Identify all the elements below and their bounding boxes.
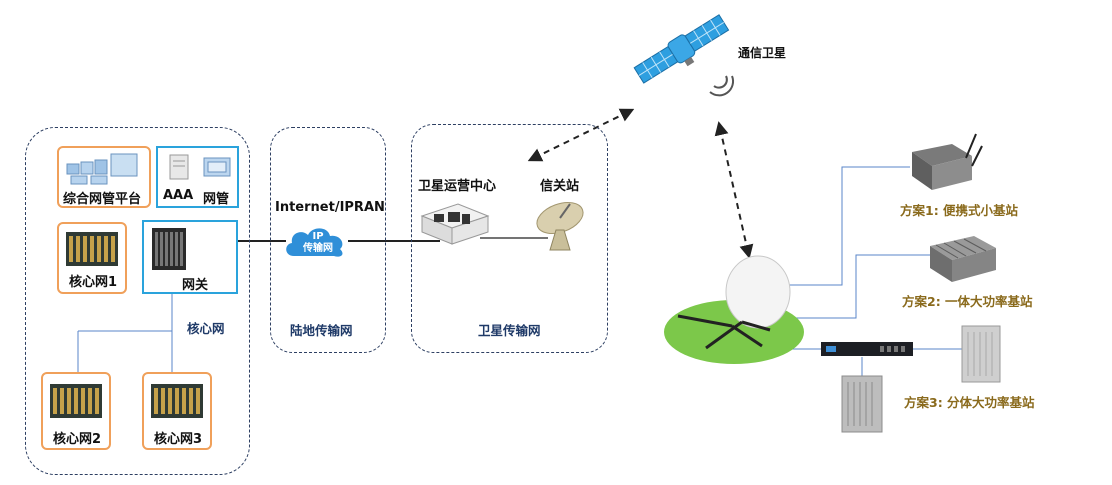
core3-box: 核心网3 xyxy=(142,372,212,450)
land-transport-group-label: 陆地传输网 xyxy=(290,323,353,338)
aaa-label: AAA xyxy=(163,188,194,203)
gateway-box: 网关 xyxy=(142,220,238,294)
cloud-line-1: IP xyxy=(312,231,324,242)
core3-label: 核心网3 xyxy=(154,432,203,447)
server-cluster-icon xyxy=(66,153,138,185)
cloud-line-2: 传输网 xyxy=(303,243,333,254)
core3-rack-icon xyxy=(151,384,203,418)
ops-center-icon xyxy=(420,203,490,245)
comm-satellite-label: 通信卫星 xyxy=(738,46,787,60)
portable-small-cell-icon xyxy=(912,133,983,190)
gateway-station-label: 信关站 xyxy=(540,179,580,194)
solution-1-label: 方案1: 便携式小基站 xyxy=(900,203,1019,218)
core2-rack-icon xyxy=(50,384,102,418)
bbu-unit-icon xyxy=(841,375,883,433)
aaa-server-icon xyxy=(169,154,189,180)
aaa-netmgmt-box: AAA 网管 xyxy=(156,146,239,208)
core2-box: 核心网2 xyxy=(41,372,111,450)
rru-unit-icon xyxy=(961,325,1001,383)
mgmt-platform-label: 综合网管平台 xyxy=(63,192,142,207)
line-solution2 xyxy=(775,254,930,319)
internet-ipran-label: Internet/IPRAN xyxy=(275,200,385,215)
core-network-group-label: 核心网 xyxy=(187,321,225,336)
gateway-label: 网关 xyxy=(182,278,209,293)
satellite-dish-icon xyxy=(536,201,584,251)
satellite-transport-group-label: 卫星传输网 xyxy=(478,323,541,338)
integrated-high-power-bs-icon xyxy=(930,236,996,282)
core1-box: 核心网1 xyxy=(57,222,127,294)
gateway-chassis-icon xyxy=(152,228,186,270)
modem-unit-icon xyxy=(821,342,913,356)
core-network-group xyxy=(25,127,250,475)
netmgmt-label: 网管 xyxy=(203,192,230,207)
mgmt-platform-box: 综合网管平台 xyxy=(57,146,151,208)
solution-2-label: 方案2: 一体大功率基站 xyxy=(902,294,1033,309)
satellite-transport-group xyxy=(411,124,608,353)
core2-label: 核心网2 xyxy=(53,432,102,447)
solution-3-label: 方案3: 分体大功率基站 xyxy=(904,395,1035,410)
ip-cloud-icon xyxy=(286,228,343,257)
netmgmt-server-icon xyxy=(203,157,231,177)
link-satellite-terminal xyxy=(714,121,754,259)
line-solution1 xyxy=(768,166,910,286)
core1-label: 核心网1 xyxy=(69,275,118,290)
satellite-terminal-icon xyxy=(664,255,804,364)
ops-center-label: 卫星运营中心 xyxy=(418,179,497,194)
core1-rack-icon xyxy=(66,232,118,266)
land-transport-group xyxy=(270,127,386,353)
satellite-icon xyxy=(633,14,735,97)
